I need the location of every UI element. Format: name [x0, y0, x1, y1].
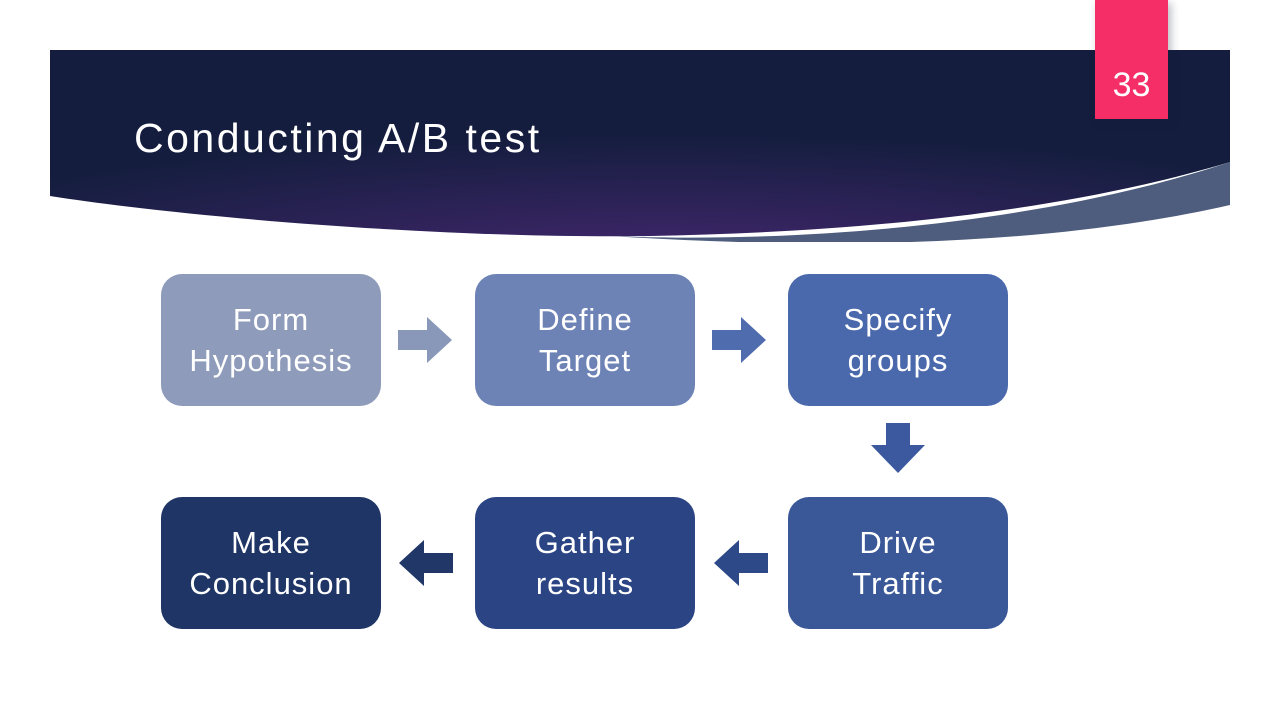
- step-label: Drive Traffic: [852, 525, 944, 601]
- step-form-hypothesis: Form Hypothesis: [161, 274, 381, 406]
- step-label: Gather results: [534, 525, 636, 601]
- arrow-shape: [871, 423, 925, 473]
- step-label: Make Conclusion: [189, 525, 353, 601]
- step-label: Specify groups: [843, 302, 953, 378]
- arrow-right-icon: [712, 317, 766, 363]
- arrow-shape: [712, 317, 766, 363]
- step-gather-results: Gather results: [475, 497, 695, 629]
- step-make-conclusion: Make Conclusion: [161, 497, 381, 629]
- arrow-left-icon: [714, 540, 768, 586]
- slide-number-badge: 33: [1095, 0, 1168, 119]
- step-label: Define Target: [537, 302, 633, 378]
- arrow-shape: [399, 540, 453, 586]
- arrow-shape: [398, 317, 452, 363]
- step-label: Form Hypothesis: [189, 302, 353, 378]
- step-define-target: Define Target: [475, 274, 695, 406]
- arrow-left-icon: [399, 540, 453, 586]
- arrow-right-icon: [398, 317, 452, 363]
- header-curved-shape: [50, 50, 1230, 237]
- header-banner: [50, 50, 1230, 242]
- header-swoosh-accent: [610, 162, 1230, 242]
- arrow-shape: [714, 540, 768, 586]
- slide-title: Conducting A/B test: [134, 115, 542, 161]
- step-specify-groups: Specify groups: [788, 274, 1008, 406]
- arrow-down-icon: [871, 423, 925, 473]
- step-drive-traffic: Drive Traffic: [788, 497, 1008, 629]
- slide-number: 33: [1112, 66, 1151, 104]
